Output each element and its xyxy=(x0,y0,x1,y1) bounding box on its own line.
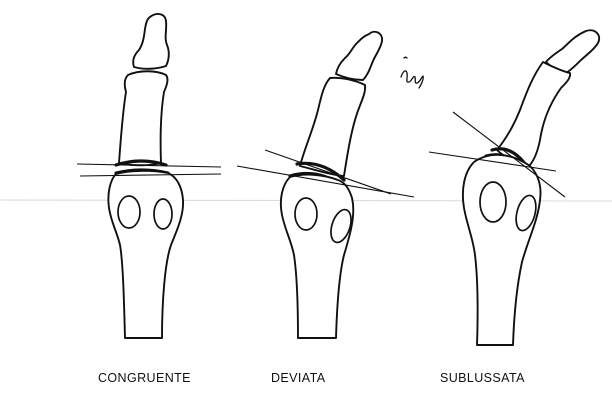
caption-congruente: CONGRUENTE xyxy=(98,371,191,385)
handwritten-signature xyxy=(401,57,423,88)
panel-congruente xyxy=(77,14,221,338)
middle-phalanx-2 xyxy=(300,78,365,176)
proximal-phalanx-3 xyxy=(463,155,541,345)
caption-deviata: DEVIATA xyxy=(271,371,325,385)
distal-phalanx-1 xyxy=(133,14,169,69)
middle-phalanx-1 xyxy=(119,71,167,165)
middle-phalanx-3 xyxy=(497,62,570,168)
proximal-phalanx-1 xyxy=(108,171,183,338)
distal-phalanx-2 xyxy=(336,32,382,80)
panel-sublussata xyxy=(429,30,599,345)
proximal-phalanx-2 xyxy=(281,175,353,338)
panel-deviata xyxy=(237,32,414,338)
caption-sublussata: SUBLUSSATA xyxy=(440,371,525,385)
